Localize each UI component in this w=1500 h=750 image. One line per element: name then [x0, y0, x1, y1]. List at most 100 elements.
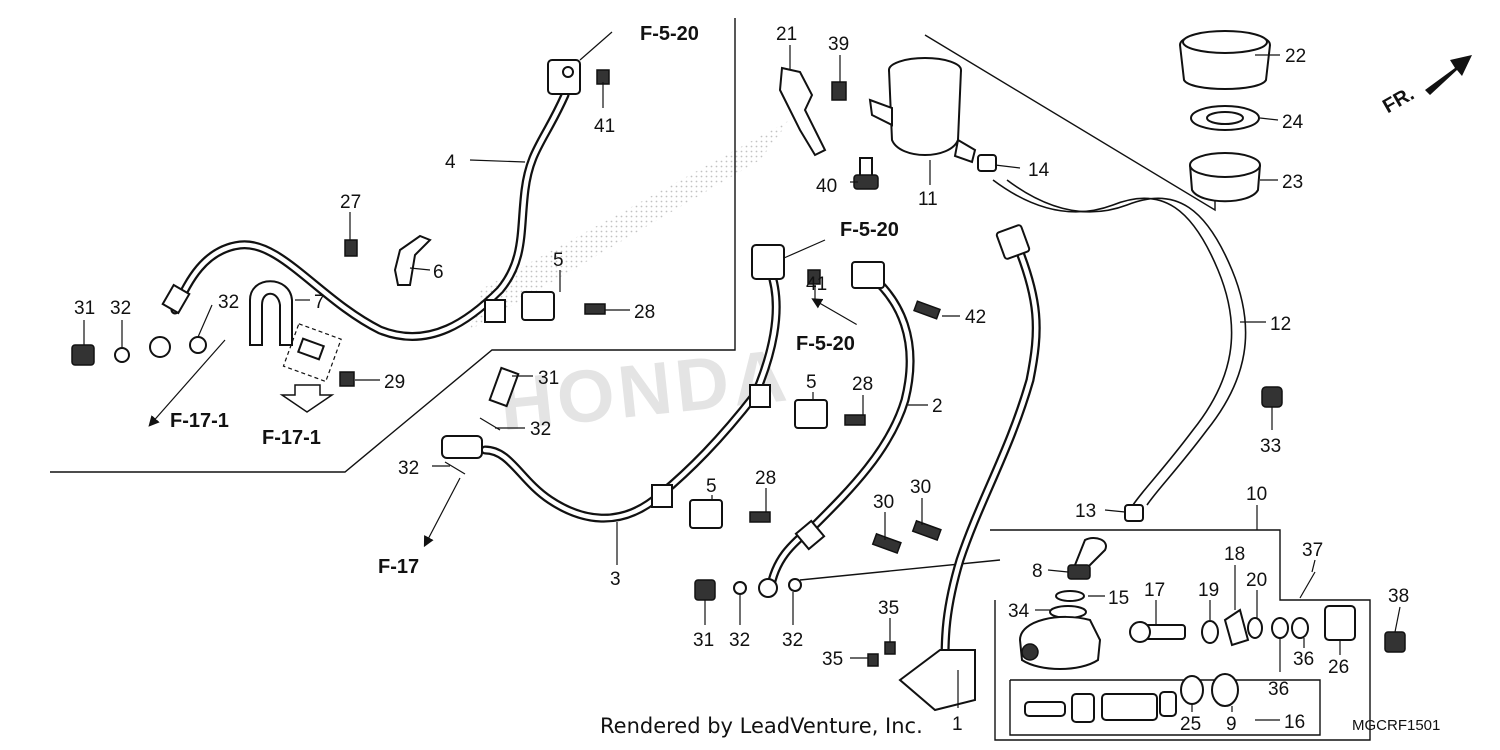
callout-41b: 41 [806, 274, 827, 295]
callout-32c: 32 [530, 419, 551, 440]
callout-38: 38 [1388, 586, 1409, 607]
ref-f520-mid: F-5-20 [840, 219, 899, 241]
washer-32-f [788, 578, 802, 592]
reservoir-mount-tab [868, 98, 893, 127]
front-label: FR. [1379, 83, 1418, 118]
washer-36-a [1271, 617, 1289, 639]
joint-collar-8 [1067, 564, 1091, 580]
callout-41a: 41 [594, 116, 615, 137]
ref-f171-arrow: F-17-1 [262, 427, 321, 449]
callout-28c: 28 [755, 468, 776, 489]
bracket-21 [778, 66, 827, 157]
brake-hose-1 [940, 235, 1041, 665]
callout-32d: 32 [398, 458, 419, 479]
callout-31c: 31 [693, 630, 714, 651]
bolt-38 [1384, 631, 1406, 653]
callout-33: 33 [1260, 436, 1281, 457]
push-rod-boot [1129, 621, 1151, 643]
screw-35-a [884, 641, 896, 655]
banjo-bolt-31-mid [488, 366, 520, 408]
set-plate-hole [1206, 111, 1244, 125]
clamp-stay [296, 337, 326, 361]
callout-25: 25 [1180, 714, 1201, 735]
leader-hose2-mc [799, 559, 1001, 581]
arrow-down-icon [279, 384, 335, 413]
leader-13 [1104, 509, 1126, 513]
hose-3-sleeve-b [651, 484, 673, 508]
callout-2: 2 [932, 396, 943, 417]
callout-37: 37 [1302, 540, 1323, 561]
section-outline-reservoir [924, 34, 1216, 212]
washer-32-e [733, 581, 747, 595]
front-arrow-icon [1425, 55, 1472, 95]
bolt-42 [913, 300, 941, 320]
leader-8 [1047, 569, 1069, 573]
washer-25 [1180, 675, 1204, 705]
banjo-eye-2 [758, 578, 778, 598]
callout-32b: 32 [218, 292, 239, 313]
bolt-29 [339, 371, 355, 387]
sealing-washer-32-b [189, 336, 207, 354]
hose-clamp-13 [1124, 504, 1144, 522]
banjo-fitting-3-bottom [441, 435, 483, 459]
hose-1-bracket [898, 649, 976, 712]
ref-f520-low: F-5-20 [796, 333, 855, 355]
callout-30b: 30 [910, 477, 931, 498]
callout-11: 11 [918, 189, 938, 210]
callout-42: 42 [965, 307, 986, 328]
callout-26: 26 [1328, 657, 1349, 678]
bolt-28-a [584, 303, 606, 315]
callout-29: 29 [384, 372, 405, 393]
callout-19: 19 [1198, 580, 1219, 601]
brake-hose-4-inner [172, 92, 568, 339]
callout-13: 13 [1075, 501, 1096, 522]
callout-5c: 5 [706, 476, 717, 497]
ref-f171-left: F-17-1 [170, 410, 229, 432]
cotter-pin-37 [1299, 571, 1316, 599]
banjo-fitting-3-top [751, 244, 785, 280]
callout-34: 34 [1008, 601, 1030, 622]
callout-15: 15 [1108, 588, 1129, 609]
screw-35-b [867, 653, 879, 667]
callout-23: 23 [1282, 172, 1303, 193]
hose-clip-33 [1261, 386, 1283, 408]
leader-38 [1394, 606, 1401, 633]
mc-port [1021, 643, 1039, 661]
bolt-41-b [807, 269, 821, 285]
callout-39: 39 [828, 34, 849, 55]
callout-7: 7 [314, 292, 325, 313]
leader-ref-mid [783, 239, 826, 259]
nut-20 [1247, 617, 1263, 639]
diaphragm-rim [1189, 152, 1261, 178]
nut-19 [1201, 620, 1219, 644]
callout-5a: 5 [553, 250, 564, 271]
callout-40: 40 [816, 176, 837, 197]
hose-3-sleeve [749, 384, 771, 408]
washer-32-d [444, 461, 466, 475]
leader-6 [409, 267, 431, 271]
callout-22: 22 [1285, 46, 1306, 67]
callout-35b: 35 [822, 649, 843, 670]
reservoir-hose-12-edge-a [992, 179, 1233, 506]
arrow-f520-low [811, 298, 857, 326]
hose-2-fitting-top [851, 261, 885, 289]
bolt-28-b [844, 414, 866, 426]
callout-5b: 5 [806, 372, 817, 393]
callout-10: 10 [1246, 484, 1267, 505]
callout-35a: 35 [878, 598, 899, 619]
callout-36a: 36 [1268, 679, 1289, 700]
leader-37 [1311, 559, 1316, 573]
brake-hose-2-inner [767, 272, 913, 593]
callout-20: 20 [1246, 570, 1267, 591]
shading-fan [470, 120, 790, 330]
master-cylinder-body [1018, 616, 1102, 670]
hose-joint-clip-5-b [794, 399, 828, 429]
hose-clamp-14 [977, 154, 997, 172]
hose-guide-6 [393, 234, 432, 286]
leader-ref-top [579, 31, 613, 61]
callout-31a: 31 [74, 298, 95, 319]
bolt-27 [344, 239, 358, 257]
cap-top [1182, 30, 1268, 54]
